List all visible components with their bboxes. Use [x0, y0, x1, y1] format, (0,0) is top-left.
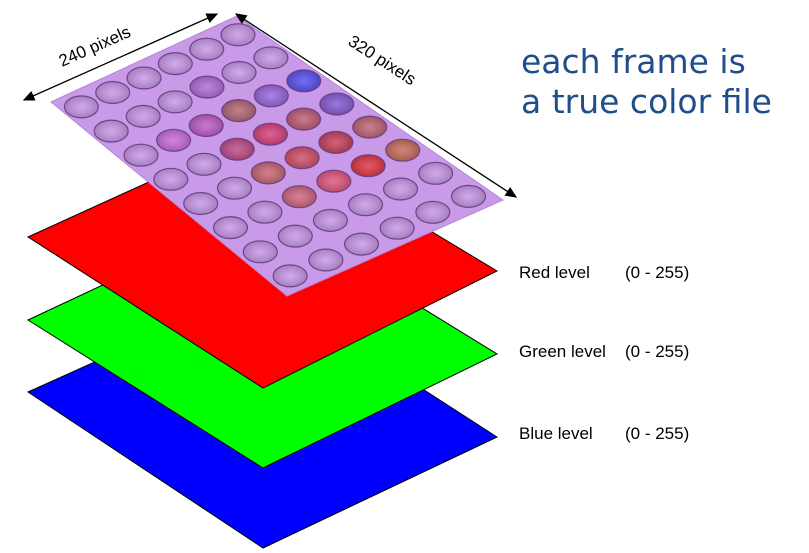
green-level-name: Green level [519, 342, 606, 361]
well-shading [213, 216, 248, 239]
well-shading [222, 61, 256, 84]
green-level-range: (0 - 255) [625, 342, 690, 361]
well-shading [380, 217, 415, 240]
well-shading [158, 52, 193, 75]
well-shading [418, 162, 453, 185]
heading: each frame is a true color file [521, 42, 809, 122]
well-shading [348, 193, 383, 216]
well-shading [286, 108, 321, 131]
well-shading [352, 116, 387, 139]
well-shading [273, 264, 308, 287]
well-shading [95, 81, 130, 104]
width-dimension-arrow [234, 13, 518, 198]
well-shading [153, 168, 188, 191]
red-level-label: Red level (0 - 255) [519, 263, 779, 283]
well-shading [318, 131, 353, 154]
well-shading [319, 93, 354, 115]
well-shading [126, 105, 161, 128]
well-shading [351, 154, 386, 177]
well-shading [344, 233, 379, 256]
well-shading [278, 225, 313, 248]
well-shading [451, 185, 486, 208]
height-dimension-arrow [22, 13, 219, 101]
well-shading [383, 178, 418, 200]
blue-level-label: Blue level (0 - 255) [519, 424, 779, 444]
blue-level-name: Blue level [519, 424, 593, 443]
width-dimension-label: 320 pixels [345, 31, 420, 89]
green-level-label: Green level (0 - 255) [519, 342, 779, 362]
well-shading [158, 90, 193, 113]
well-shading [221, 99, 256, 122]
blue-level-range: (0 - 255) [625, 424, 690, 443]
heading-line-2: a true color file [521, 82, 772, 121]
height-dimension-label: 240 pixels [56, 22, 134, 70]
red-level-name: Red level [519, 263, 590, 282]
well-shading [282, 185, 317, 208]
well-shading [286, 69, 321, 92]
well-shading [253, 123, 288, 146]
red-level-range: (0 - 255) [625, 263, 690, 282]
well-shading [308, 249, 343, 271]
well-shading [251, 161, 286, 184]
well-shading [187, 153, 221, 176]
heading-line-1: each frame is [521, 42, 746, 81]
well-shading [247, 201, 282, 224]
well-shading [189, 114, 224, 137]
well-shading [313, 209, 348, 232]
well-shading [220, 138, 255, 161]
well-shading [285, 146, 320, 169]
well-shading [156, 129, 191, 152]
well-shading [127, 67, 161, 89]
well-shading [415, 201, 450, 224]
well-shading [385, 139, 420, 162]
well-shading [316, 170, 351, 193]
well-shading [221, 23, 255, 46]
well-shading [253, 46, 288, 69]
well-shading [217, 177, 252, 200]
well-shading [243, 240, 278, 263]
well-shading [190, 76, 224, 99]
well-shading [94, 120, 129, 143]
well-shading [254, 84, 289, 107]
well-shading [124, 144, 158, 167]
well-shading [183, 192, 218, 215]
well-shading [64, 95, 99, 118]
well-shading [189, 38, 224, 61]
